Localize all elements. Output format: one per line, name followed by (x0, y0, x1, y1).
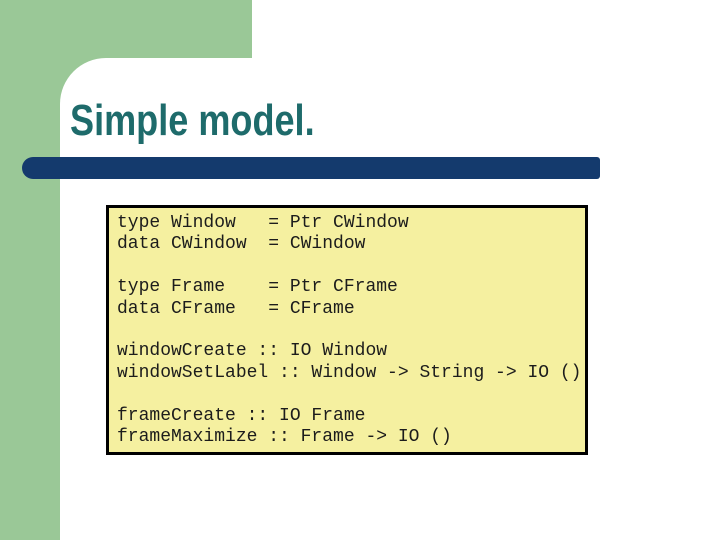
title-accent-bar (22, 157, 600, 179)
code-box: type Window = Ptr CWindow data CWindow =… (106, 205, 588, 455)
code-text: type Window = Ptr CWindow data CWindow =… (117, 213, 582, 448)
green-sidebar (0, 0, 60, 540)
slide-title: Simple model. (70, 96, 315, 145)
